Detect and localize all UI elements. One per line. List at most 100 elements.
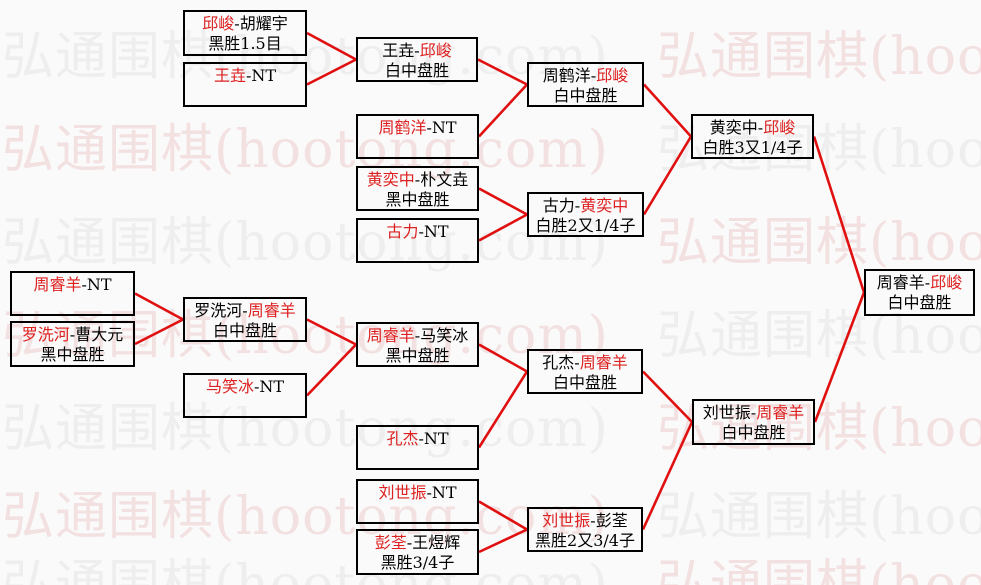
match-players: 罗洗河-周睿羊 <box>185 301 305 321</box>
connector-line <box>478 187 528 216</box>
match-players: 邱峻-胡耀宇 <box>185 14 305 34</box>
player-name: -马笑冰 <box>414 326 469 345</box>
match-result: 黑胜2又3/4子 <box>535 531 635 550</box>
winner-name: 周鹤洋 <box>378 118 427 137</box>
winner-name: 周睿羊 <box>579 353 628 372</box>
match-players: 黄奕中-朴文垚 <box>358 170 477 190</box>
player-name: 罗洗河- <box>194 301 248 320</box>
winner-name: 邱峻 <box>763 118 796 137</box>
winner-name: 彭荃 <box>374 533 407 552</box>
match-box-l_r1_m5: 刘世振-NT <box>356 479 479 524</box>
winner-name: 黄奕中 <box>580 196 629 215</box>
winner-name: 刘世振 <box>542 511 591 530</box>
connector-line <box>477 58 528 86</box>
match-result: 黑中盘胜 <box>385 346 450 365</box>
match-players: 马笑冰-NT <box>185 377 305 397</box>
player-name: 孔杰- <box>542 353 580 372</box>
player-name: -NT <box>426 483 457 502</box>
player-name: 王垚- <box>382 41 420 60</box>
player-name: 周睿羊- <box>876 273 931 292</box>
match-result: 黑胜3/4子 <box>380 553 455 572</box>
player-name: -NT <box>426 118 457 137</box>
player-name: -王煜辉 <box>406 533 461 552</box>
match-box-u_r1_m4: 黄奕中-朴文垚黑中盘胜 <box>356 166 479 211</box>
match-players: 古力-NT <box>358 222 477 242</box>
match-players: 彭荃-王煜辉 <box>358 533 477 553</box>
winner-name: 周睿羊 <box>756 403 805 422</box>
match-result: 白胜2又1/4子 <box>535 216 636 235</box>
match-players: 周睿羊-邱峻 <box>866 273 973 293</box>
match-box-u_r1_m2: 王垚-NT <box>183 62 307 107</box>
player-name: -NT <box>418 429 449 448</box>
connector-line <box>306 58 357 86</box>
player-name: -胡耀宇 <box>234 14 288 33</box>
connector-line <box>134 292 184 321</box>
match-box-u_r1_m1: 邱峻-胡耀宇黑胜1.5目 <box>183 10 307 56</box>
player-name: 黄奕中- <box>709 118 764 137</box>
player-name: 周鹤洋- <box>542 66 597 85</box>
match-players: 周鹤洋-NT <box>358 118 477 138</box>
winner-name: 邱峻 <box>419 41 452 60</box>
player-name: -NT <box>253 377 285 396</box>
match-players: 古力-黄奕中 <box>529 196 642 216</box>
player-name: -朴文垚 <box>414 170 469 189</box>
connector-line <box>641 421 694 531</box>
match-players: 刘世振-周睿羊 <box>694 403 813 423</box>
connector-line <box>478 343 528 373</box>
player-name: -NT <box>245 66 277 85</box>
match-result: 黑胜1.5目 <box>208 34 282 53</box>
player-name: -彭荃 <box>590 511 628 530</box>
connector-line <box>306 31 357 61</box>
winner-name: 王垚 <box>213 66 246 85</box>
match-players: 刘世振-彭荃 <box>529 511 641 531</box>
winner-name: 刘世振 <box>378 483 427 502</box>
match-players: 黄奕中-邱峻 <box>693 118 812 138</box>
connector-line <box>478 500 528 531</box>
match-players: 刘世振-NT <box>358 483 477 503</box>
match-result: 白胜3又1/4子 <box>702 138 803 157</box>
match-players: 孔杰-NT <box>358 429 477 449</box>
connector-line <box>642 135 693 216</box>
player-name: -NT <box>418 222 449 241</box>
winner-name: 罗洗河 <box>21 325 70 344</box>
connector-line <box>478 83 528 138</box>
match-box-l_r2_m2: 刘世振-彭荃黑胜2又3/4子 <box>527 507 643 552</box>
winner-name: 古力 <box>386 222 419 241</box>
match-result: 白中盘胜 <box>887 293 952 312</box>
match-players: 王垚-NT <box>185 66 305 86</box>
winner-name: 邱峻 <box>202 14 235 33</box>
match-players: 罗洗河-曹大元 <box>12 325 133 345</box>
match-result: 白中盘胜 <box>384 61 449 80</box>
connector-line <box>134 318 184 346</box>
match-box-l_r5_m1: 刘世振-周睿羊白中盘胜 <box>692 399 815 445</box>
winner-name: 周睿羊 <box>247 301 296 320</box>
player-name: -曹大元 <box>69 325 124 344</box>
match-box-l_r1_m3: 马笑冰-NT <box>183 373 307 418</box>
match-box-l_r3_m1: 周睿羊-马笑冰黑中盘胜 <box>356 322 479 367</box>
connector-line <box>306 318 357 346</box>
match-box-l_r1_m2: 罗洗河-曹大元黑中盘胜 <box>10 321 135 367</box>
connector-line <box>306 343 357 397</box>
connector-line <box>477 370 529 449</box>
match-players: 孔杰-周睿羊 <box>529 353 641 373</box>
match-box-l_r1_m6: 彭荃-王煜辉黑胜3/4子 <box>356 529 479 575</box>
match-result: 白中盘胜 <box>212 321 277 340</box>
connector-line <box>478 528 528 554</box>
player-name: -NT <box>81 275 112 294</box>
winner-name: 邱峻 <box>930 273 963 292</box>
match-box-u_r3_m1: 周鹤洋-邱峻白中盘胜 <box>527 62 644 107</box>
match-box-u_r2_m2: 古力-黄奕中白胜2又1/4子 <box>527 192 644 237</box>
winner-name: 邱峻 <box>596 66 629 85</box>
match-box-u_r1_m3: 周鹤洋-NT <box>356 114 479 159</box>
match-result: 黑中盘胜 <box>40 345 105 364</box>
match-box-u_r1_m5: 古力-NT <box>356 218 479 263</box>
winner-name: 周睿羊 <box>366 326 415 345</box>
winner-name: 孔杰 <box>386 429 419 448</box>
player-name: 古力- <box>542 196 581 215</box>
player-name: 刘世振- <box>702 403 757 422</box>
match-players: 王垚-邱峻 <box>358 41 476 61</box>
match-box-u_r2_m1: 王垚-邱峻白中盘胜 <box>356 37 478 82</box>
match-box-l_r4_m1: 孔杰-周睿羊白中盘胜 <box>527 349 643 394</box>
